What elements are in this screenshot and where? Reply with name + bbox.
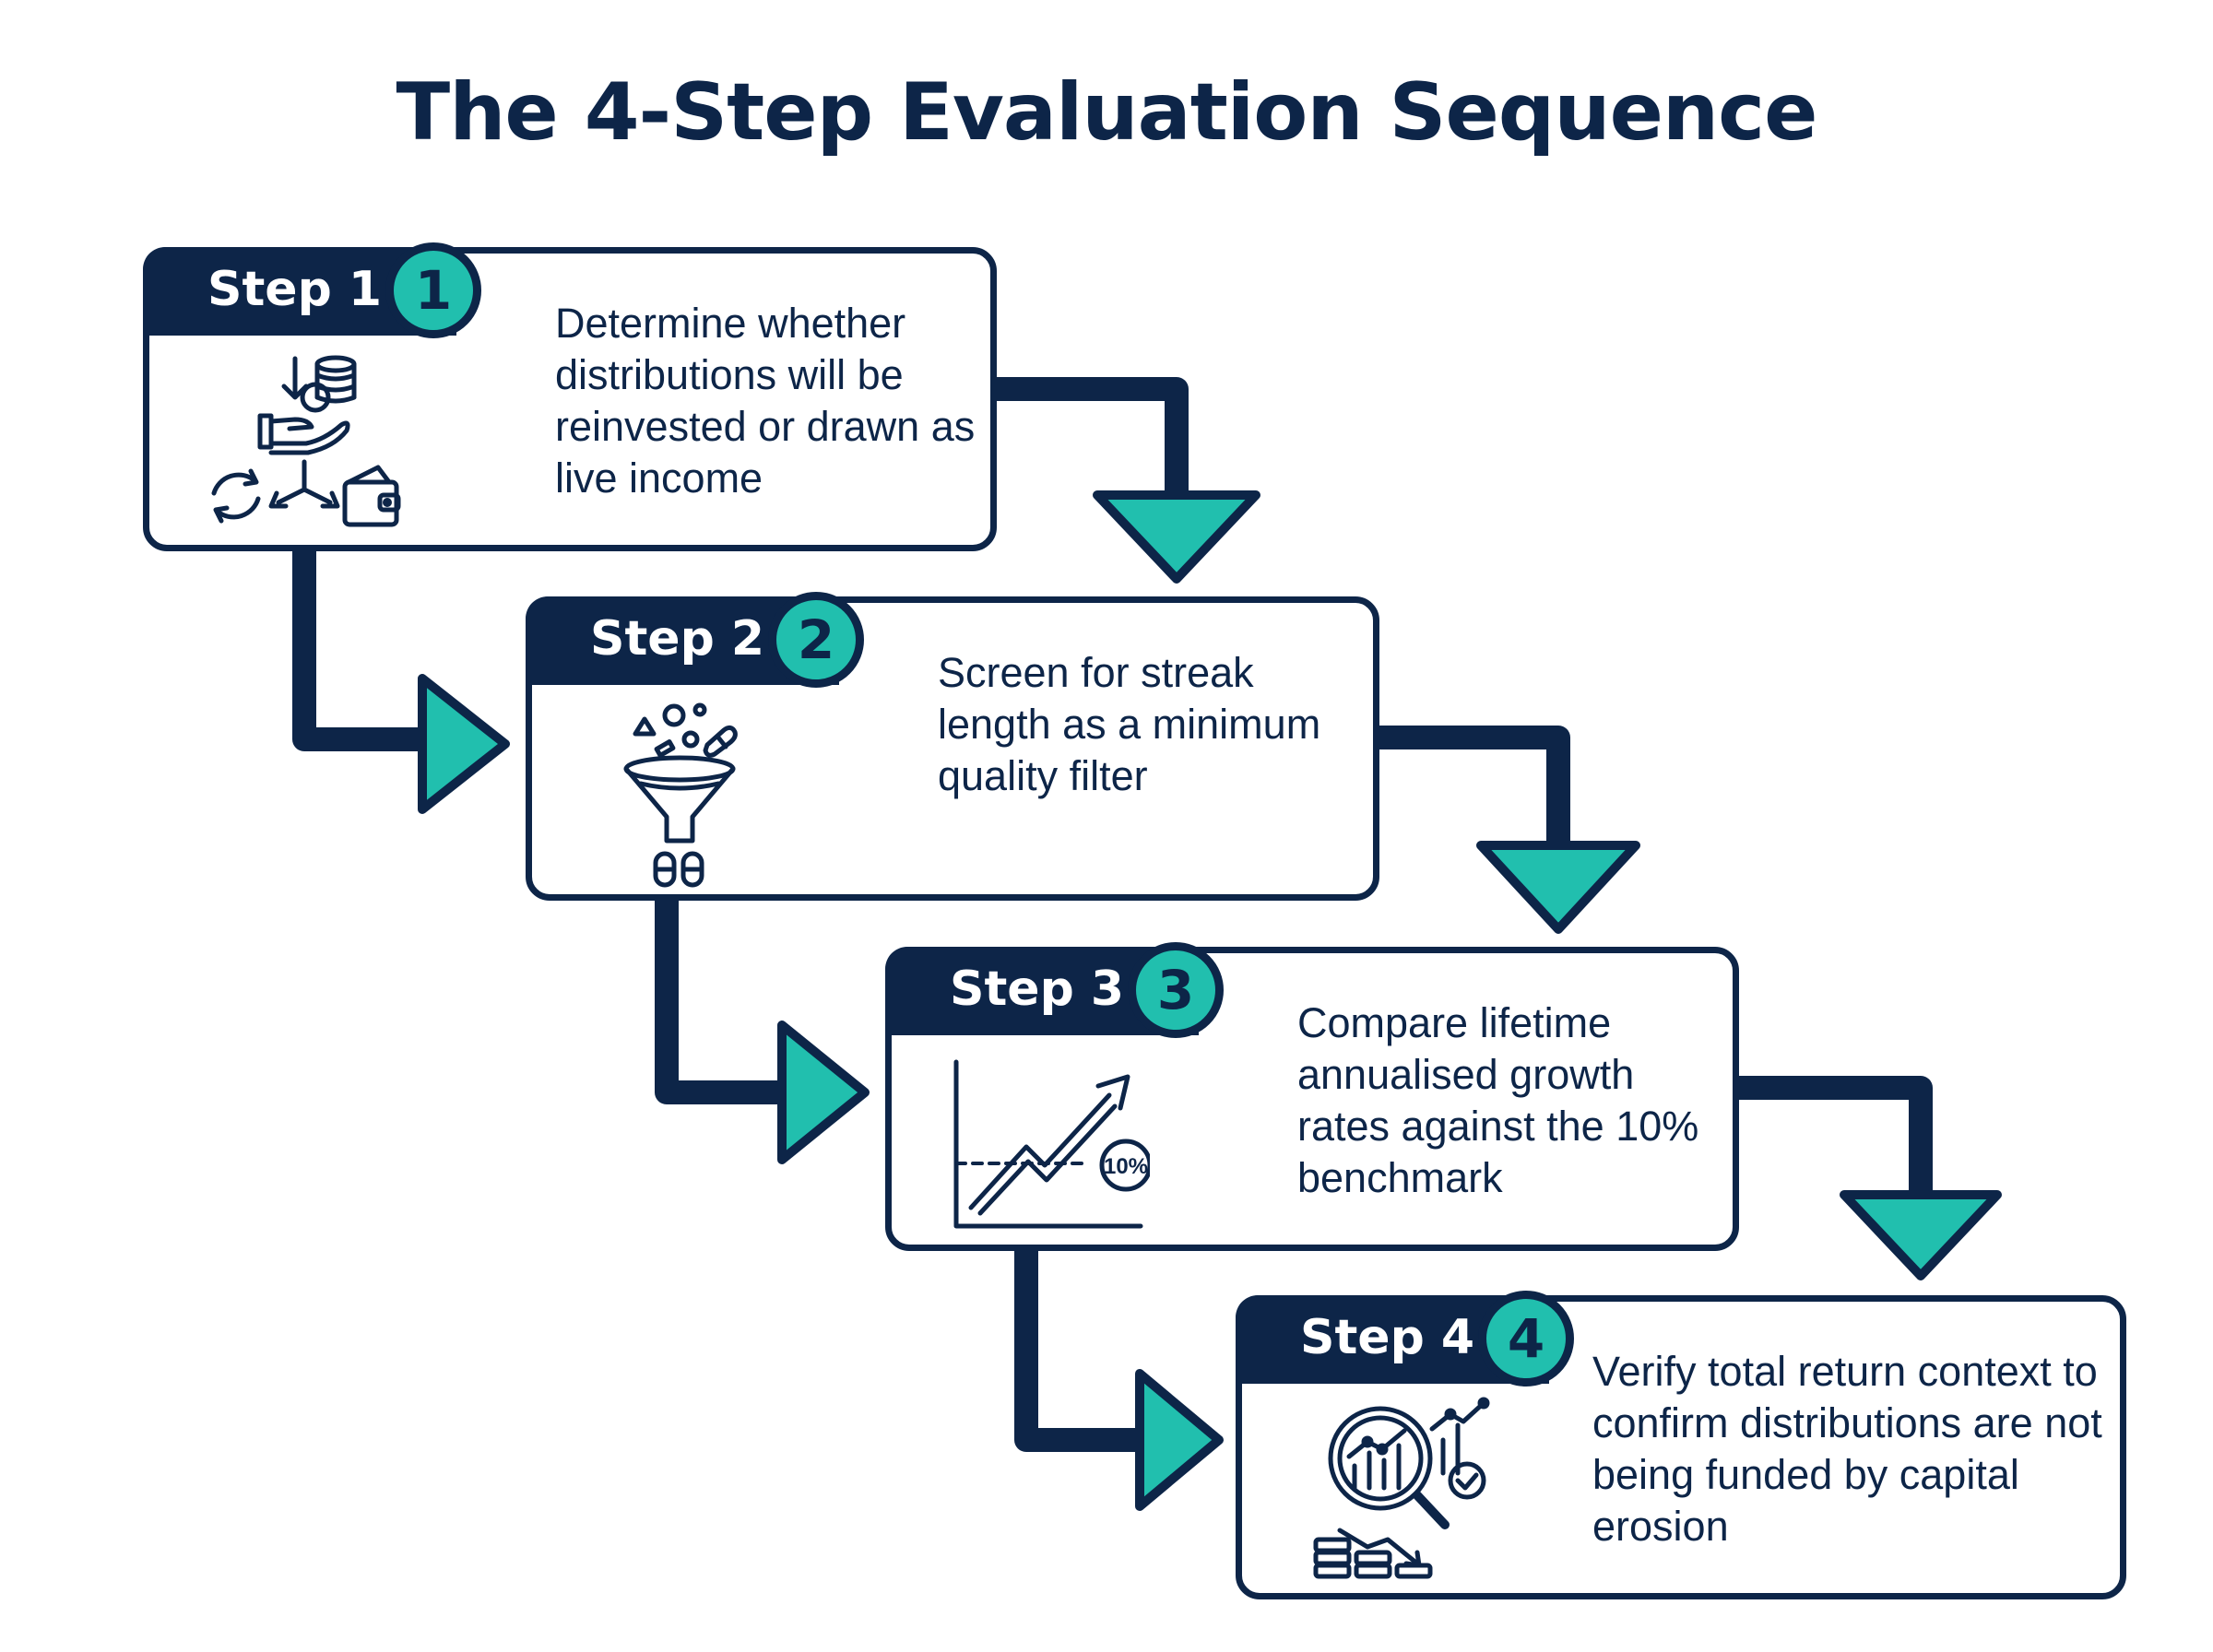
step-3-card: Step 3 3 10% Compare lifetime annualised…	[885, 942, 1739, 1251]
connector-1-2-right	[994, 377, 1189, 498]
right-arrow-2	[777, 1021, 870, 1164]
step-3-description: Compare lifetime annualised growth rates…	[1297, 999, 1699, 1201]
down-arrow-1	[1093, 490, 1260, 584]
step-2-description: Screen for streak length as a minimum qu…	[938, 649, 1321, 799]
income-choice-icon	[211, 355, 401, 527]
step-2-card: Step 2 2 Screen for streak length as a m…	[526, 592, 1379, 901]
connector-2-3-right	[1377, 726, 1570, 848]
down-arrow-2	[1476, 841, 1640, 934]
connector-3-4-right	[1736, 1076, 1933, 1197]
step-4-number-badge: 4	[1478, 1291, 1574, 1386]
growth-chart-icon: 10%	[953, 1059, 1150, 1229]
page-title: The 4-Step Evaluation Sequence	[396, 66, 1818, 159]
down-arrow-3	[1840, 1190, 2002, 1280]
step-4-label: Step 4	[1300, 1310, 1475, 1365]
benchmark-percent-label: 10%	[1104, 1154, 1148, 1179]
connector-1-2-left	[292, 551, 424, 751]
step-1-label: Step 1	[207, 262, 383, 317]
step-1-card: Step 1 1 Determine whether distributions…	[143, 242, 997, 551]
step-3-number-badge: 3	[1128, 942, 1224, 1038]
analysis-magnifier-icon	[1313, 1397, 1490, 1579]
step-1-description: Determine whether distributions will be …	[555, 300, 976, 502]
step-4-description: Verify total return context to confirm d…	[1592, 1348, 2102, 1550]
connector-2-3-left	[655, 901, 784, 1104]
step-2-label: Step 2	[590, 611, 765, 667]
step-1-number-badge: 1	[385, 242, 481, 338]
right-arrow-3	[1135, 1369, 1224, 1511]
step-3-label: Step 3	[950, 962, 1125, 1017]
step-2-number-badge: 2	[768, 592, 864, 688]
funnel-filter-icon	[623, 702, 738, 888]
step-4-card: Step 4 4 Verify total return context to …	[1236, 1291, 2126, 1599]
right-arrow-1	[418, 674, 510, 814]
connector-3-4-left	[1014, 1251, 1142, 1452]
